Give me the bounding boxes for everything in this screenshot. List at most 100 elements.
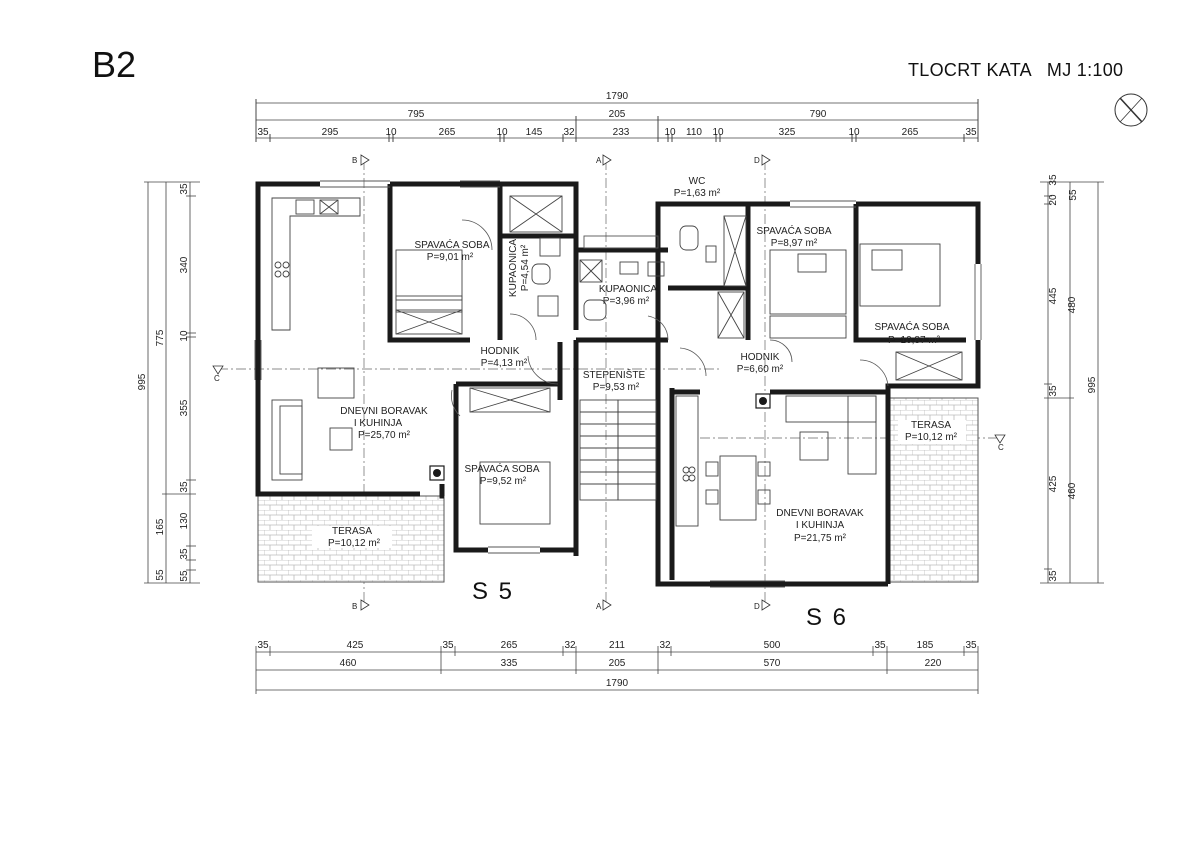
- dim-bottom-mid: 220: [925, 658, 942, 669]
- right-dimension-lines: [1040, 181, 1104, 584]
- dim-top-detail: 10: [385, 127, 397, 138]
- unit-label-s6: S 6: [806, 604, 849, 631]
- dim-left-mid: 775: [155, 329, 166, 346]
- section-label-b: B: [352, 602, 357, 611]
- building-label: B2: [92, 44, 137, 85]
- room-area: P=9,01 m²: [427, 252, 474, 263]
- dim-left-labels: 995 775 35 340 10 355 35 130 165 35 55 5…: [137, 183, 190, 582]
- dim-bottom-detail: 211: [609, 640, 625, 651]
- room-name: KUPAONICA: [599, 284, 657, 295]
- room-area: P=21,75 m²: [794, 533, 847, 544]
- dim-left-detail: 35: [179, 548, 190, 560]
- section-label-c: C: [214, 374, 220, 383]
- dim-top-detail: 35: [965, 127, 977, 138]
- dim-top-detail: 233: [613, 127, 630, 138]
- room-labels: SPAVAĆA SOBA P=9,01 m² KUPAONICA P=4,54 …: [328, 176, 958, 549]
- dim-right-detail: 55: [1068, 189, 1079, 201]
- dim-left-detail: 10: [179, 330, 190, 342]
- dim-right-detail: 20: [1048, 194, 1059, 206]
- room-name-line2: I KUHINJA: [354, 418, 403, 429]
- dim-top-detail: 325: [779, 127, 796, 138]
- top-dimension-lines: [255, 99, 979, 142]
- dim-top-detail: 110: [686, 127, 702, 138]
- dim-bottom-detail: 185: [917, 640, 934, 651]
- room-area: P=4,13 m²: [481, 358, 528, 369]
- section-label-a: A: [596, 156, 602, 165]
- dim-top-detail: 32: [563, 127, 575, 138]
- drawing-title: TLOCRT KATA MJ 1:100: [908, 60, 1124, 80]
- dim-bottom-detail: 35: [442, 640, 454, 651]
- room-name: SPAVAĆA SOBA: [874, 320, 949, 333]
- room-area: P=1,63 m²: [674, 188, 721, 199]
- room-area: P=9,53 m²: [593, 382, 640, 393]
- dim-bottom-detail: 500: [764, 640, 781, 651]
- room-name: TERASA: [332, 526, 372, 537]
- dim-top-detail: 10: [496, 127, 508, 138]
- dim-top-total: 1790: [606, 91, 629, 102]
- dim-top-mid-2: 205: [609, 109, 626, 120]
- dim-top-detail: 295: [322, 127, 339, 138]
- dim-bottom-total: 1790: [606, 678, 629, 689]
- room-name: HODNIK: [741, 352, 780, 363]
- room-name: SPAVAĆA SOBA: [756, 224, 831, 237]
- dim-bottom-mid: 460: [340, 658, 357, 669]
- dim-left-detail: 355: [179, 399, 190, 416]
- section-label-b: B: [352, 156, 357, 165]
- dim-top-mid-1: 795: [408, 109, 425, 120]
- section-markers: [212, 154, 1006, 611]
- room-name: DNEVNI BORAVAK: [340, 406, 428, 417]
- section-label-d: D: [754, 602, 760, 611]
- room-area: P=4,54 m²: [520, 244, 531, 291]
- dim-right-labels: 995 480 460 35 20 55 445 35 425 35: [1048, 174, 1098, 582]
- section-label-a: A: [596, 602, 602, 611]
- dim-right-mid: 480: [1067, 296, 1078, 313]
- dim-bottom-detail: 35: [965, 640, 977, 651]
- dim-top-detail-labels: 35 295 10 265 10 145 32 233 10 110 10 32…: [257, 127, 977, 138]
- dim-left-detail: 130: [179, 512, 190, 529]
- dim-left-detail: 55: [179, 570, 190, 582]
- dim-bottom-detail: 35: [874, 640, 886, 651]
- section-label-d: D: [754, 156, 760, 165]
- dim-bottom-detail-labels: 35 425 35 265 32 211 32 500 35 185 35: [257, 640, 977, 651]
- dim-right-detail: 445: [1048, 287, 1059, 304]
- dim-left-detail: 340: [179, 256, 190, 273]
- dim-top-detail: 10: [664, 127, 676, 138]
- dim-top-detail: 10: [848, 127, 860, 138]
- dim-bottom-detail: 265: [501, 640, 518, 651]
- dim-left-total: 995: [137, 373, 148, 390]
- dim-top-detail: 35: [257, 127, 269, 138]
- walls: [255, 181, 981, 587]
- dim-top-detail: 10: [712, 127, 724, 138]
- section-axes: [218, 160, 1000, 605]
- dim-right-mid: 460: [1067, 482, 1078, 499]
- room-name: TERASA: [911, 420, 951, 431]
- section-label-c: C: [998, 443, 1004, 452]
- terrace-s5-label-bg: [312, 526, 392, 548]
- bottom-dimension-lines: [255, 646, 979, 694]
- dim-bottom-mid: 335: [501, 658, 518, 669]
- chimney-markers: [429, 393, 771, 481]
- dim-bottom-mid: 570: [764, 658, 781, 669]
- dim-right-detail: 425: [1048, 475, 1059, 492]
- room-area: P=6,60 m²: [737, 364, 784, 375]
- dim-right-detail: 35: [1048, 570, 1059, 582]
- room-name: HODNIK: [481, 346, 520, 357]
- room-name: DNEVNI BORAVAK: [776, 508, 864, 519]
- dim-bottom-detail: 35: [257, 640, 269, 651]
- room-area: P=25,70 m²: [358, 430, 411, 441]
- terrace-s6-label-bg: [898, 420, 966, 444]
- dim-left-detail: 55: [155, 569, 166, 581]
- window-frames: [254, 180, 982, 588]
- room-area: P=9,52 m²: [480, 476, 527, 487]
- room-name: SPAVAĆA SOBA: [464, 462, 539, 475]
- room-name: WC: [689, 176, 706, 187]
- dim-top-detail: 145: [526, 127, 543, 138]
- room-area: P=3,96 m²: [603, 296, 650, 307]
- dim-right-detail: 35: [1048, 385, 1059, 397]
- dim-right-detail: 35: [1048, 174, 1059, 186]
- room-name: STEPENIŠTE: [583, 368, 646, 381]
- dim-left-detail: 35: [179, 183, 190, 195]
- dim-right-total: 995: [1087, 376, 1098, 393]
- door-swings: [451, 219, 889, 417]
